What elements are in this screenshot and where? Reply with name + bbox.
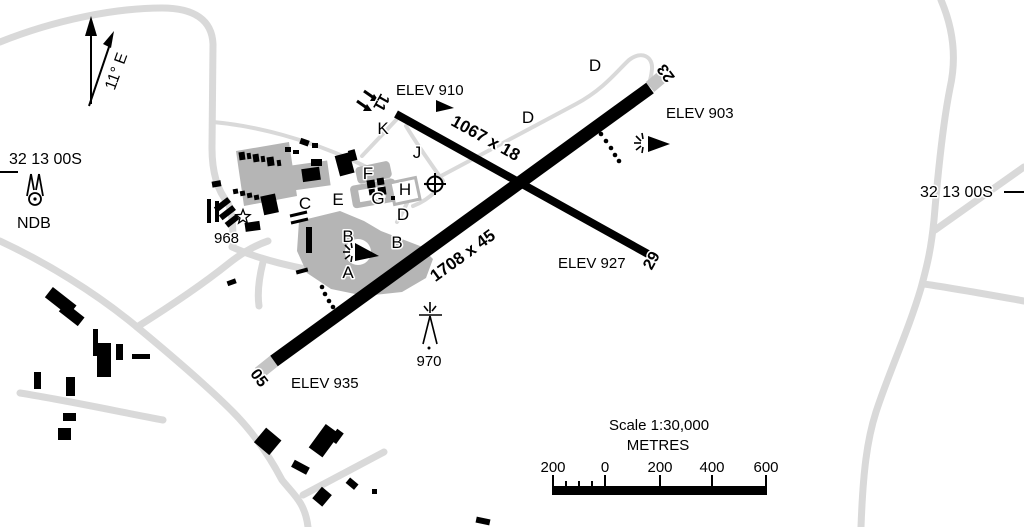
taxiway-label-f: F	[363, 164, 373, 183]
elev-label-rwy11: ELEV 910	[396, 82, 464, 99]
threshold-marker-icon	[436, 100, 454, 112]
scale-bar: Scale 1:30,000 METRES 200 0 200 400 600	[539, 416, 780, 495]
pre-threshold-arrows-icon	[356, 89, 379, 111]
lighted-tower-icon	[419, 302, 442, 350]
scale-tick-label: 400	[699, 459, 724, 476]
runway-designator-11: 11	[369, 91, 392, 114]
buildings	[34, 137, 491, 526]
lighted-wind-indicator-icon	[634, 132, 670, 154]
ndb-symbol-icon	[26, 173, 44, 206]
taxiway-label-b-east: B	[391, 233, 402, 252]
taxiway-label-b-west: B	[342, 227, 353, 246]
spot-height-label-968: 968	[214, 230, 239, 247]
arp-symbol-icon	[424, 173, 446, 195]
taxiway-label-k: K	[377, 119, 389, 138]
latitude-label-right: 32 13 00S	[920, 184, 993, 201]
taxiway-label-d-apron: D	[397, 205, 409, 224]
spot-height-label-970: 970	[416, 353, 441, 370]
fence-marks-icon	[289, 210, 309, 225]
taxiway-label-d-mid: D	[522, 108, 534, 127]
scale-title: Scale 1:30,000	[609, 417, 709, 434]
taxiway-label-h: H	[399, 180, 411, 199]
taxiway-label-j: J	[413, 143, 422, 162]
spot-height-star-icon	[234, 207, 252, 225]
elev-label-rwy23: ELEV 903	[666, 105, 734, 122]
latitude-label-left: 32 13 00S	[9, 151, 82, 168]
ndb-label: NDB	[17, 215, 51, 232]
taxiway-label-e: E	[332, 190, 343, 209]
scale-tick-label: 600	[753, 459, 778, 476]
runway-11-29	[394, 110, 650, 258]
runway-strip-11-29	[394, 110, 650, 258]
taxiway-label-g: G	[371, 189, 384, 208]
runway-strip-05-23	[270, 82, 654, 367]
elev-label-rwy29: ELEV 927	[558, 255, 626, 272]
runway-05-23	[254, 71, 668, 379]
taxiway-label-a: A	[342, 263, 354, 282]
scale-units: METRES	[627, 437, 690, 454]
north-arrows-icon	[85, 16, 114, 107]
scale-tick-label: 200	[647, 459, 672, 476]
scale-tick-label: 0	[601, 459, 609, 476]
taxiway-label-c: C	[299, 194, 311, 213]
dotted-line-sw	[319, 284, 339, 316]
elev-label-rwy05: ELEV 935	[291, 375, 359, 392]
lighted-beacon-icon	[343, 241, 379, 263]
scale-tick-label: 200	[540, 459, 565, 476]
taxiway-label-d-north: D	[589, 56, 601, 75]
dotted-line-ne	[598, 131, 622, 164]
